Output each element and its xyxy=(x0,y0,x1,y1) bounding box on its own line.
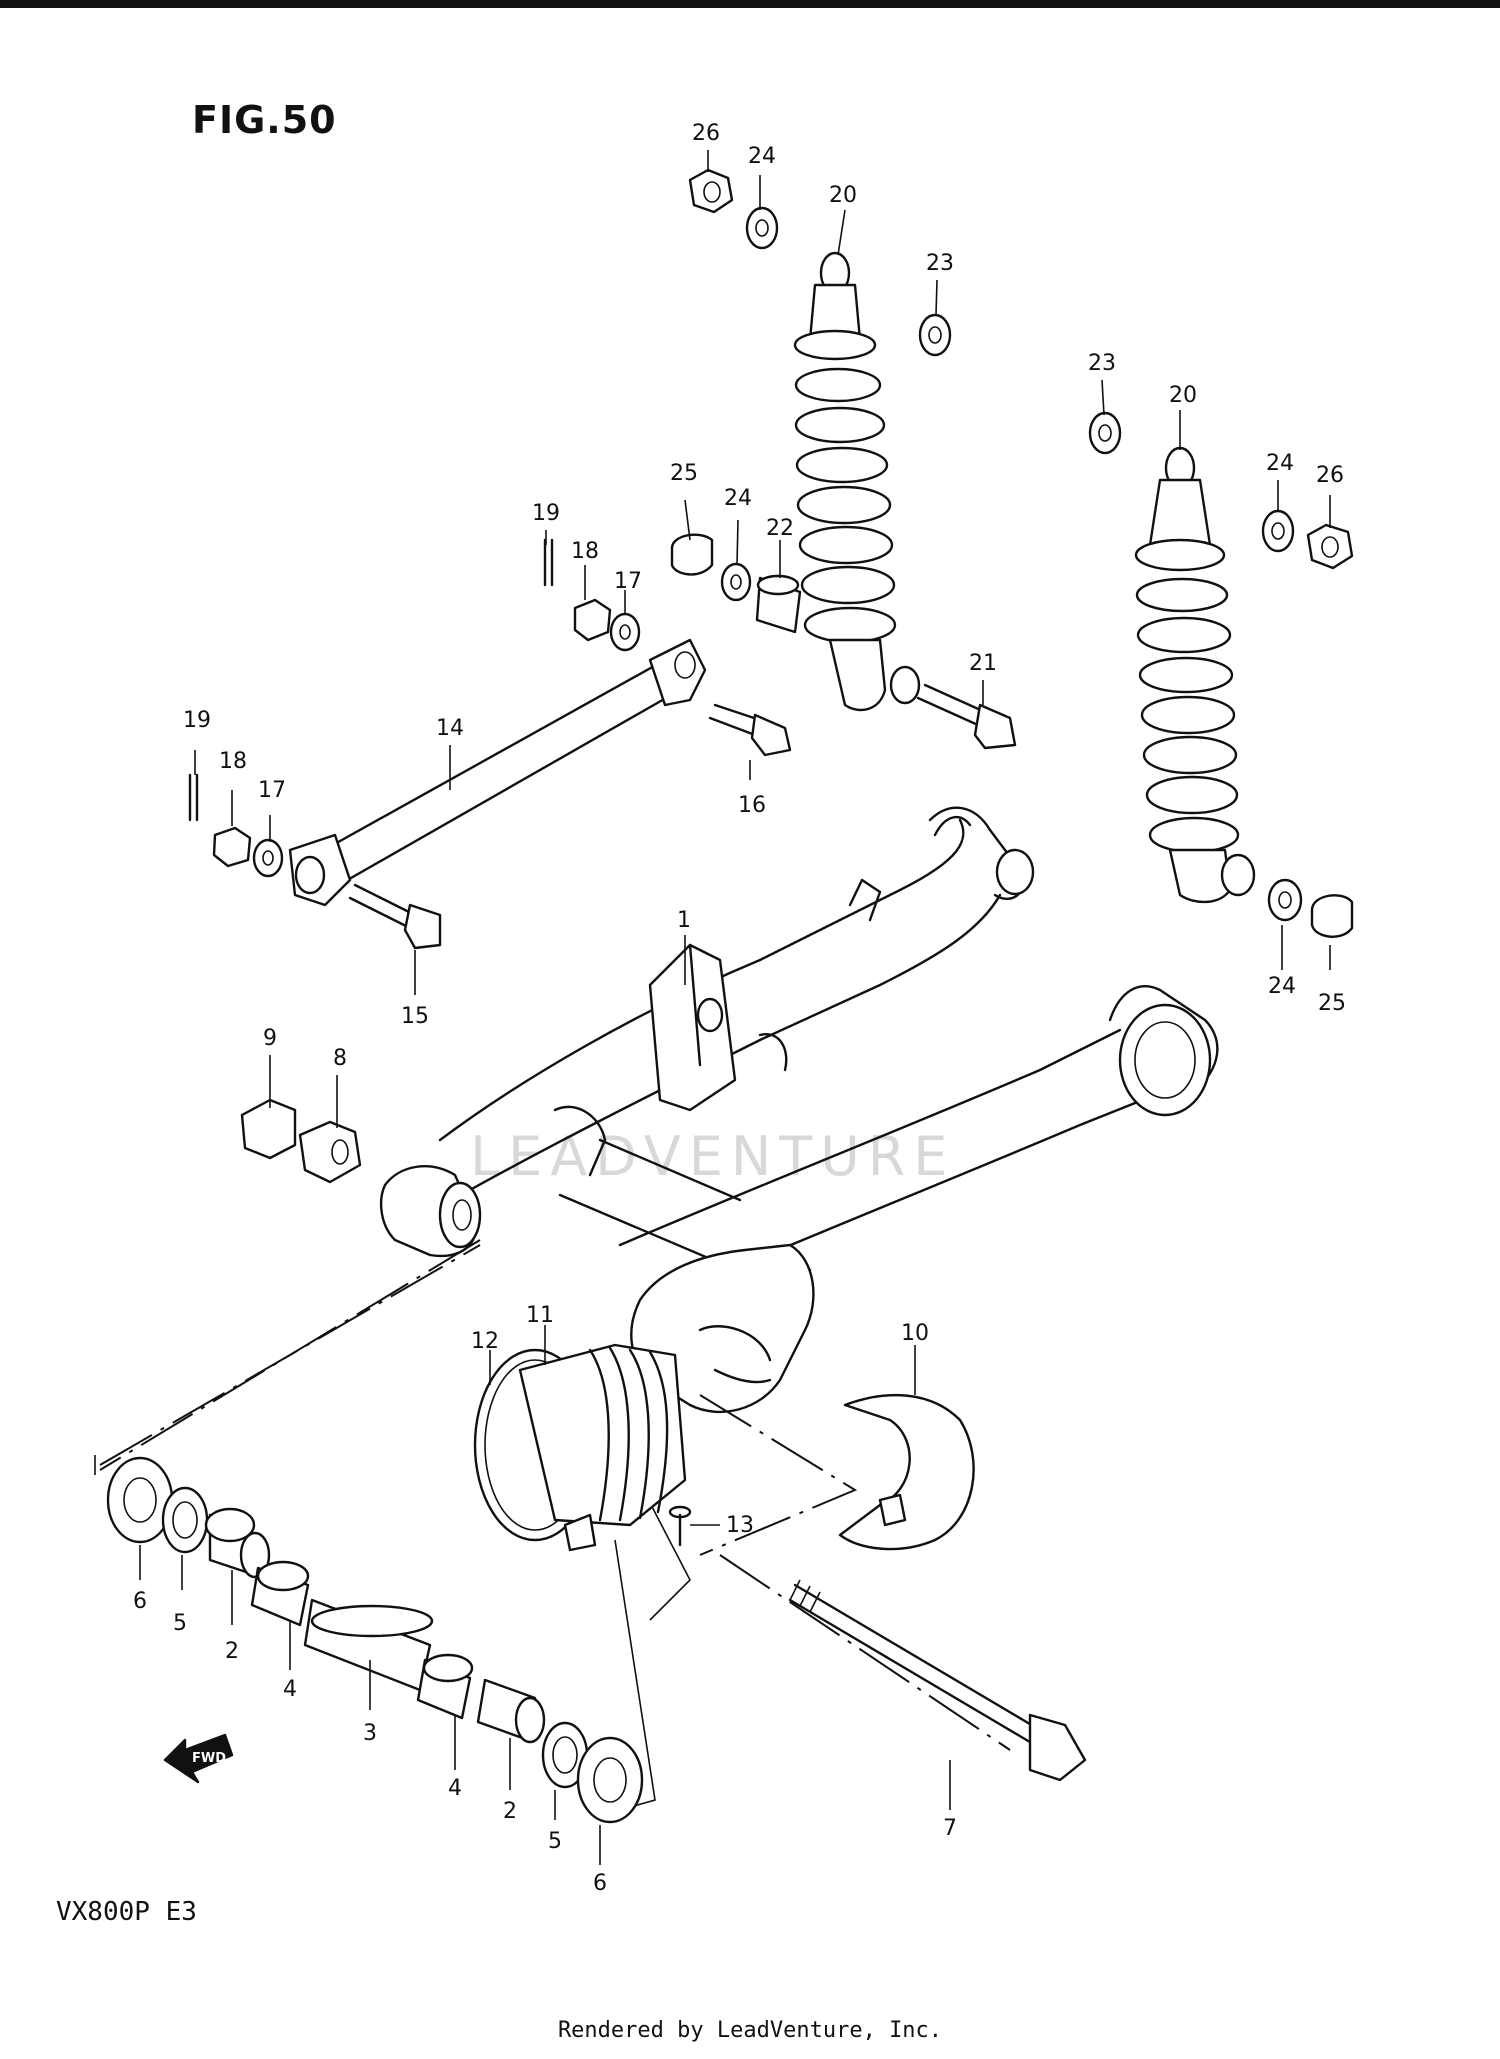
callout-24: 24 xyxy=(1266,451,1294,476)
rear-shock-absorber-right xyxy=(1134,446,1256,904)
cotter-pin-19-lower xyxy=(188,773,199,822)
callout-10: 10 xyxy=(901,1321,929,1346)
shock-spring-coils-left xyxy=(793,329,897,644)
callout-19: 19 xyxy=(532,501,560,526)
callout-24: 24 xyxy=(724,486,752,511)
top-border xyxy=(0,0,1500,8)
screw-13 xyxy=(668,1505,692,1547)
cap-9 xyxy=(240,1098,297,1160)
callout-24: 24 xyxy=(1268,974,1296,999)
bolt-16 xyxy=(708,703,792,757)
callout-14: 14 xyxy=(436,716,464,741)
washer-24-right-bottom xyxy=(1267,878,1303,922)
callout-15: 15 xyxy=(401,1004,429,1029)
seal-6-left xyxy=(106,1456,174,1544)
callout-20: 20 xyxy=(1169,383,1197,408)
castle-nut-18-lower xyxy=(212,826,252,868)
callout-9: 9 xyxy=(263,1026,277,1051)
callout-26: 26 xyxy=(692,121,720,146)
callout-1: 1 xyxy=(677,908,691,933)
watermark: LEADVENTURE xyxy=(470,1125,956,1188)
washer-23-left xyxy=(918,313,952,357)
figure-title: FIG.50 xyxy=(192,98,337,142)
callout-13: 13 xyxy=(726,1513,754,1538)
fwd-label: FWD xyxy=(192,1751,226,1766)
washer-24-left-top xyxy=(745,206,779,250)
callout-22: 22 xyxy=(766,516,794,541)
callout-16: 16 xyxy=(738,793,766,818)
callout-24: 24 xyxy=(748,144,776,169)
cotter-pin-19-upper xyxy=(543,538,554,587)
swingarm-part-1 xyxy=(379,806,1219,1413)
washer-17-upper xyxy=(609,612,641,652)
callout-17: 17 xyxy=(258,778,286,803)
nut-8 xyxy=(298,1120,362,1184)
torque-rod-14 xyxy=(288,638,707,907)
callout-2: 2 xyxy=(225,1639,239,1664)
callout-5: 5 xyxy=(173,1611,187,1636)
torque-rod-fasteners xyxy=(188,538,641,878)
callout-19: 19 xyxy=(183,708,211,733)
callout-21: 21 xyxy=(969,651,997,676)
callout-6: 6 xyxy=(593,1871,607,1896)
cover-10 xyxy=(838,1393,975,1551)
callout-18: 18 xyxy=(219,749,247,774)
callout-3: 3 xyxy=(363,1721,377,1746)
seal-6-right xyxy=(576,1736,644,1824)
callout-4: 4 xyxy=(448,1776,462,1801)
washer-5-left xyxy=(161,1486,209,1554)
callout-7: 7 xyxy=(943,1816,957,1841)
nut-26-right xyxy=(1306,523,1354,570)
callout-26: 26 xyxy=(1316,463,1344,488)
callout-25: 25 xyxy=(1318,991,1346,1016)
washer-17-lower xyxy=(252,838,284,878)
callout-6: 6 xyxy=(133,1589,147,1614)
cap-nut-25-right xyxy=(1310,894,1354,938)
shock-top-hardware xyxy=(670,168,1354,938)
callout-5: 5 xyxy=(548,1829,562,1854)
shock-spring-coils-right xyxy=(1134,538,1240,854)
callout-23: 23 xyxy=(926,251,954,276)
washer-24-right-top xyxy=(1261,509,1295,553)
washer-24-left-bottom xyxy=(720,562,752,602)
nut-26-left xyxy=(688,168,734,214)
callout-18: 18 xyxy=(571,539,599,564)
castle-nut-18-upper xyxy=(573,598,612,642)
callout-25: 25 xyxy=(670,461,698,486)
model-code: VX800P E3 xyxy=(56,1897,197,1927)
bolt-15 xyxy=(348,883,442,950)
callout-11: 11 xyxy=(526,1303,554,1328)
pivot-nut-8-and-cap-9 xyxy=(240,1098,362,1184)
callout-leader-lines xyxy=(139,150,1331,1865)
callout-20: 20 xyxy=(829,183,857,208)
bolt-21 xyxy=(916,683,1017,750)
callout-2: 2 xyxy=(503,1799,517,1824)
pivot-shaft-7 xyxy=(788,1579,1087,1782)
callout-23: 23 xyxy=(1088,351,1116,376)
callout-12: 12 xyxy=(471,1329,499,1354)
callout-8: 8 xyxy=(333,1046,347,1071)
callout-17: 17 xyxy=(614,569,642,594)
pivot-shaft-stack xyxy=(106,1456,644,1824)
callout-numbers: 26 24 20 23 23 20 24 26 25 24 22 21 19 1… xyxy=(133,121,1346,1896)
washer-23-right xyxy=(1088,411,1122,455)
callout-4: 4 xyxy=(283,1677,297,1702)
rear-shock-absorber-left xyxy=(793,251,921,712)
cap-nut-25-left xyxy=(670,533,714,576)
boot-11-and-clamp-12 xyxy=(473,1343,687,1552)
footer-credit: Rendered by LeadVenture, Inc. xyxy=(557,2018,943,2043)
forward-direction-arrow: FWD xyxy=(163,1733,234,1784)
